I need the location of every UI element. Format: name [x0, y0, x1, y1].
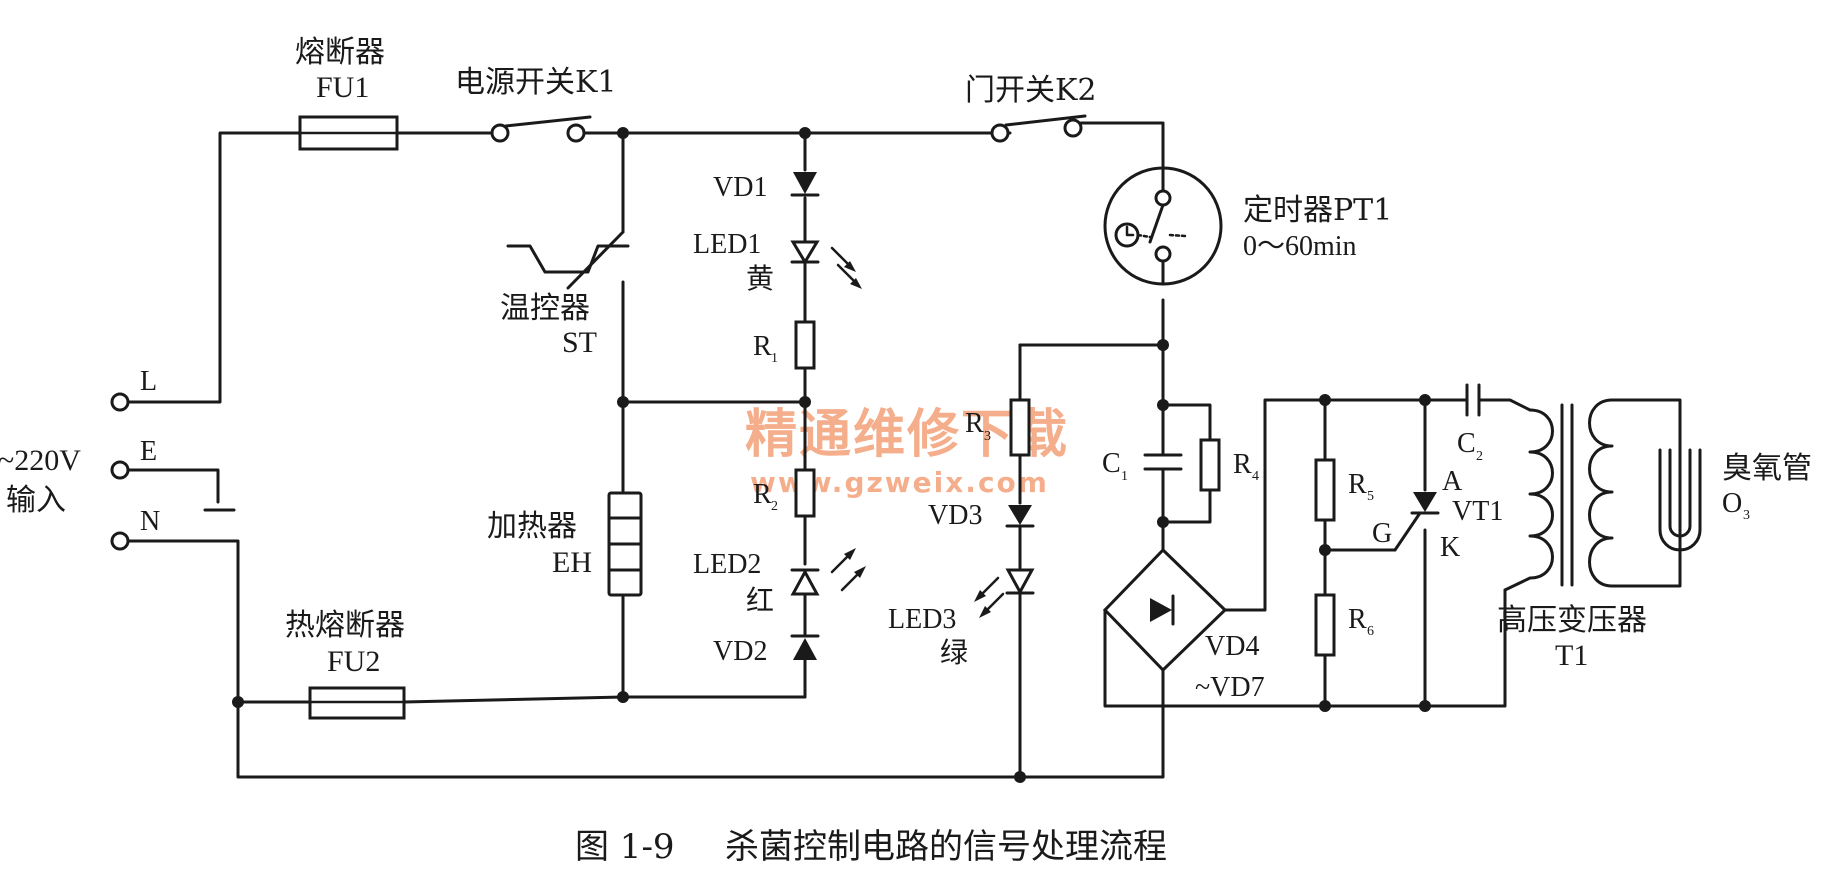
label-led2: LED2 [693, 549, 761, 580]
label-r5: R [1348, 469, 1367, 500]
label-r2: R [753, 479, 772, 510]
label-ozone-o: O [1722, 488, 1742, 519]
label-input-voltage: ~220V [0, 444, 81, 477]
label-vd1: VD1 [713, 172, 767, 203]
fuse-fu1 [298, 115, 399, 151]
terminal-e [110, 460, 130, 480]
label-k: K [1440, 532, 1460, 563]
capacitor-c2 [1453, 383, 1492, 417]
label-r3: R [965, 408, 984, 439]
label-ozone-cn: 臭氧管 [1722, 451, 1812, 486]
led-led2 [790, 548, 866, 596]
label-c2: C [1457, 428, 1476, 459]
label-n: N [140, 506, 160, 537]
switch-k1 [490, 115, 592, 143]
label-pt1-name: 定时器PT1 [1243, 193, 1392, 228]
caption-number: 图 1-9 [575, 827, 675, 867]
label-r2-sub: 2 [771, 499, 778, 514]
label-led1-color: 黄 [746, 262, 774, 295]
label-r1-sub: 1 [771, 351, 778, 366]
label-vd2: VD2 [713, 636, 767, 667]
wires [126, 121, 1682, 779]
input-terminals [110, 392, 130, 551]
label-r6-sub: 6 [1367, 624, 1374, 639]
terminal-l [110, 392, 130, 412]
label-fu2-id: FU2 [327, 645, 380, 678]
label-r1: R [753, 331, 772, 362]
resistor-r5 [1314, 458, 1336, 522]
terminal-n [110, 531, 130, 551]
label-r6: R [1348, 604, 1367, 635]
timer-pt1 [1103, 166, 1223, 286]
label-vt1: VT1 [1452, 496, 1503, 527]
label-input-cn: 输入 [6, 483, 66, 518]
label-fu2-cn: 热熔断器 [285, 608, 405, 643]
label-g: G [1372, 518, 1392, 549]
label-r4: R [1233, 449, 1252, 480]
labels: 熔断器 FU1 电源开关K1 门开关K2 VD1 LED1 黄 R 1 温控器 … [0, 35, 1812, 703]
capacitor-c1 [1143, 403, 1183, 524]
led-led3 [974, 568, 1035, 618]
label-c2-sub: 2 [1476, 449, 1483, 464]
label-led1: LED1 [693, 229, 761, 260]
label-a: A [1442, 466, 1463, 497]
label-k2: 门开关K2 [965, 73, 1097, 108]
label-c1: C [1102, 448, 1121, 479]
label-fu1-cn: 熔断器 [295, 35, 385, 70]
label-led3-color: 绿 [940, 636, 968, 669]
label-l: L [140, 366, 157, 397]
label-led2-color: 红 [746, 584, 774, 617]
fuse-fu2 [308, 686, 406, 720]
transformer-t1 [1503, 398, 1614, 592]
label-st-id: ST [562, 326, 597, 359]
label-k1: 电源开关K1 [455, 65, 617, 100]
label-eh-cn: 加热器 [487, 509, 577, 544]
junction-dots [232, 127, 1431, 783]
label-ozone-sub: 3 [1743, 508, 1750, 523]
diode-vd1 [790, 172, 820, 197]
label-r5-sub: 5 [1367, 489, 1374, 504]
label-c1-sub: 1 [1121, 469, 1128, 484]
label-fu1-id: FU1 [316, 71, 369, 104]
resistor-r1 [794, 320, 816, 370]
resistor-r3 [1009, 398, 1031, 457]
label-eh-id: EH [552, 546, 592, 579]
led-led1 [790, 240, 862, 289]
label-st-cn: 温控器 [500, 291, 590, 326]
thermostat-st [506, 230, 630, 290]
ozone-tube [1658, 448, 1702, 552]
label-vd3: VD3 [928, 500, 982, 531]
thyristor-vt1 [1393, 492, 1440, 552]
heater-eh [607, 491, 643, 597]
label-r4-sub: 4 [1252, 469, 1259, 484]
diode-vd3 [1005, 505, 1035, 528]
label-pt1-range: 0～60min [1243, 231, 1357, 262]
label-t1-cn: 高压变压器 [1497, 603, 1647, 638]
resistor-r2 [794, 468, 816, 518]
label-bridge-1: VD4 [1205, 631, 1259, 662]
bridge-rectifier [1102, 547, 1228, 702]
label-t1-id: T1 [1555, 639, 1588, 672]
label-e: E [140, 436, 157, 467]
resistor-r4 [1199, 438, 1221, 492]
label-led3: LED3 [888, 604, 956, 635]
diode-vd2 [790, 634, 820, 660]
label-r3-sub: 3 [984, 429, 991, 444]
switch-k2 [990, 114, 1087, 143]
label-bridge-2: ~VD7 [1195, 672, 1265, 703]
resistor-r6 [1314, 593, 1336, 657]
figure-caption: 图 1-9 杀菌控制电路的信号处理流程 [575, 827, 1167, 867]
caption-title: 杀菌控制电路的信号处理流程 [725, 827, 1167, 867]
